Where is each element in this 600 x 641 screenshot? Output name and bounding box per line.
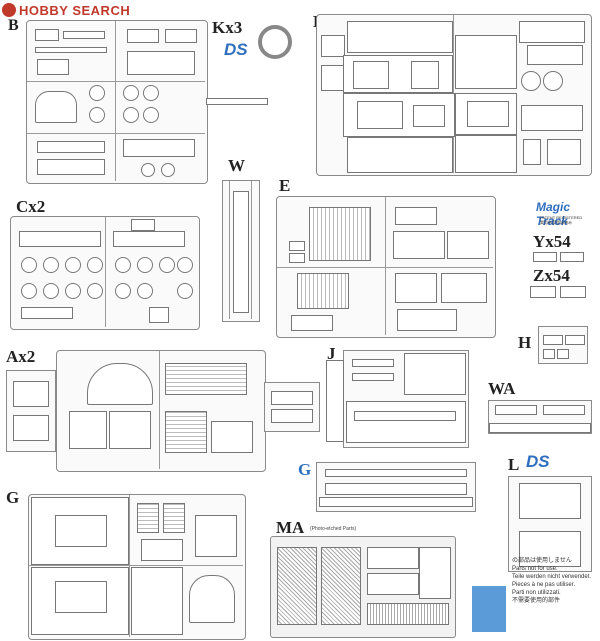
sprue-label-z: Zx54 (533, 266, 570, 285)
sprue-label-k: Kx3 (212, 18, 243, 37)
sprue-label-g: G (6, 488, 20, 507)
sprue-z-part-1 (530, 286, 556, 298)
sprue-label-e: E (279, 176, 291, 195)
magic-track-sub2: 実用新案登録済み (540, 220, 572, 225)
sprue-d-frame (316, 14, 592, 176)
ma-note: (Photo-etched Parts) (310, 526, 357, 532)
sprue-label-g-small: G (298, 460, 312, 479)
legend-line-0: の部品は使用しません (512, 558, 572, 564)
watermark-text: HOBBY SEARCH (19, 2, 131, 18)
legend-line-1: Parts not for use. (512, 566, 558, 572)
legend-line-5: 不需要使用的部件 (512, 598, 561, 604)
sprue-h-frame (538, 326, 588, 364)
sprue-label-c: Cx2 (16, 197, 46, 216)
sprue-a-left-wing (6, 370, 56, 452)
sprue-a-frame (56, 350, 266, 472)
sprue-j-side (326, 360, 344, 442)
ds-badge-l: DS (526, 452, 550, 471)
hobbysearch-logo-icon (2, 3, 16, 17)
sprue-label-a: Ax2 (6, 347, 36, 366)
sprue-j-frame (343, 350, 469, 448)
legend-line-2: Teile werden nicht verwendet. (512, 574, 592, 580)
sprue-label-l: L (508, 455, 520, 474)
sprue-label-j: J (327, 344, 336, 363)
sprue-label-b: B (8, 17, 19, 34)
watermark: HOBBY SEARCH (2, 2, 130, 18)
sprue-label-ma: MA (276, 518, 305, 537)
sprue-label-wa: WA (488, 379, 516, 398)
sprue-g-frame (28, 494, 246, 640)
ds-badge-k: DS (224, 40, 248, 59)
sprue-w-frame (222, 180, 260, 322)
sprue-g-small-frame (316, 462, 476, 512)
sprue-y-part-2 (560, 252, 584, 262)
sprue-label-h: H (518, 333, 532, 352)
sprue-b-axle (206, 98, 268, 105)
legend: の部品は使用しません Parts not for use. Teile werd… (468, 556, 598, 636)
sprue-c-frame (10, 216, 200, 330)
sprue-z-part-2 (560, 286, 586, 298)
sprue-k-tire (258, 25, 292, 59)
legend-line-4: Parti non utilizzati. (512, 590, 561, 596)
legend-line-3: Pieces à ne pas utiliser. (512, 582, 576, 588)
sprue-b-frame (26, 20, 208, 184)
sprue-wa-frame (488, 400, 592, 434)
sprue-e-frame (276, 196, 496, 338)
sprue-label-w: W (228, 156, 245, 175)
sprue-l-frame (508, 476, 592, 572)
legend-swatch (472, 586, 506, 632)
sprue-a-right-wing (264, 382, 320, 432)
sprue-label-y: Yx54 (533, 232, 571, 251)
magic-track-logo: Magic Track (536, 200, 571, 228)
sprue-ma-frame (270, 536, 456, 638)
magic-track-sub1: PATENT REGISTERED (540, 215, 583, 220)
sprue-y-part-1 (533, 252, 557, 262)
